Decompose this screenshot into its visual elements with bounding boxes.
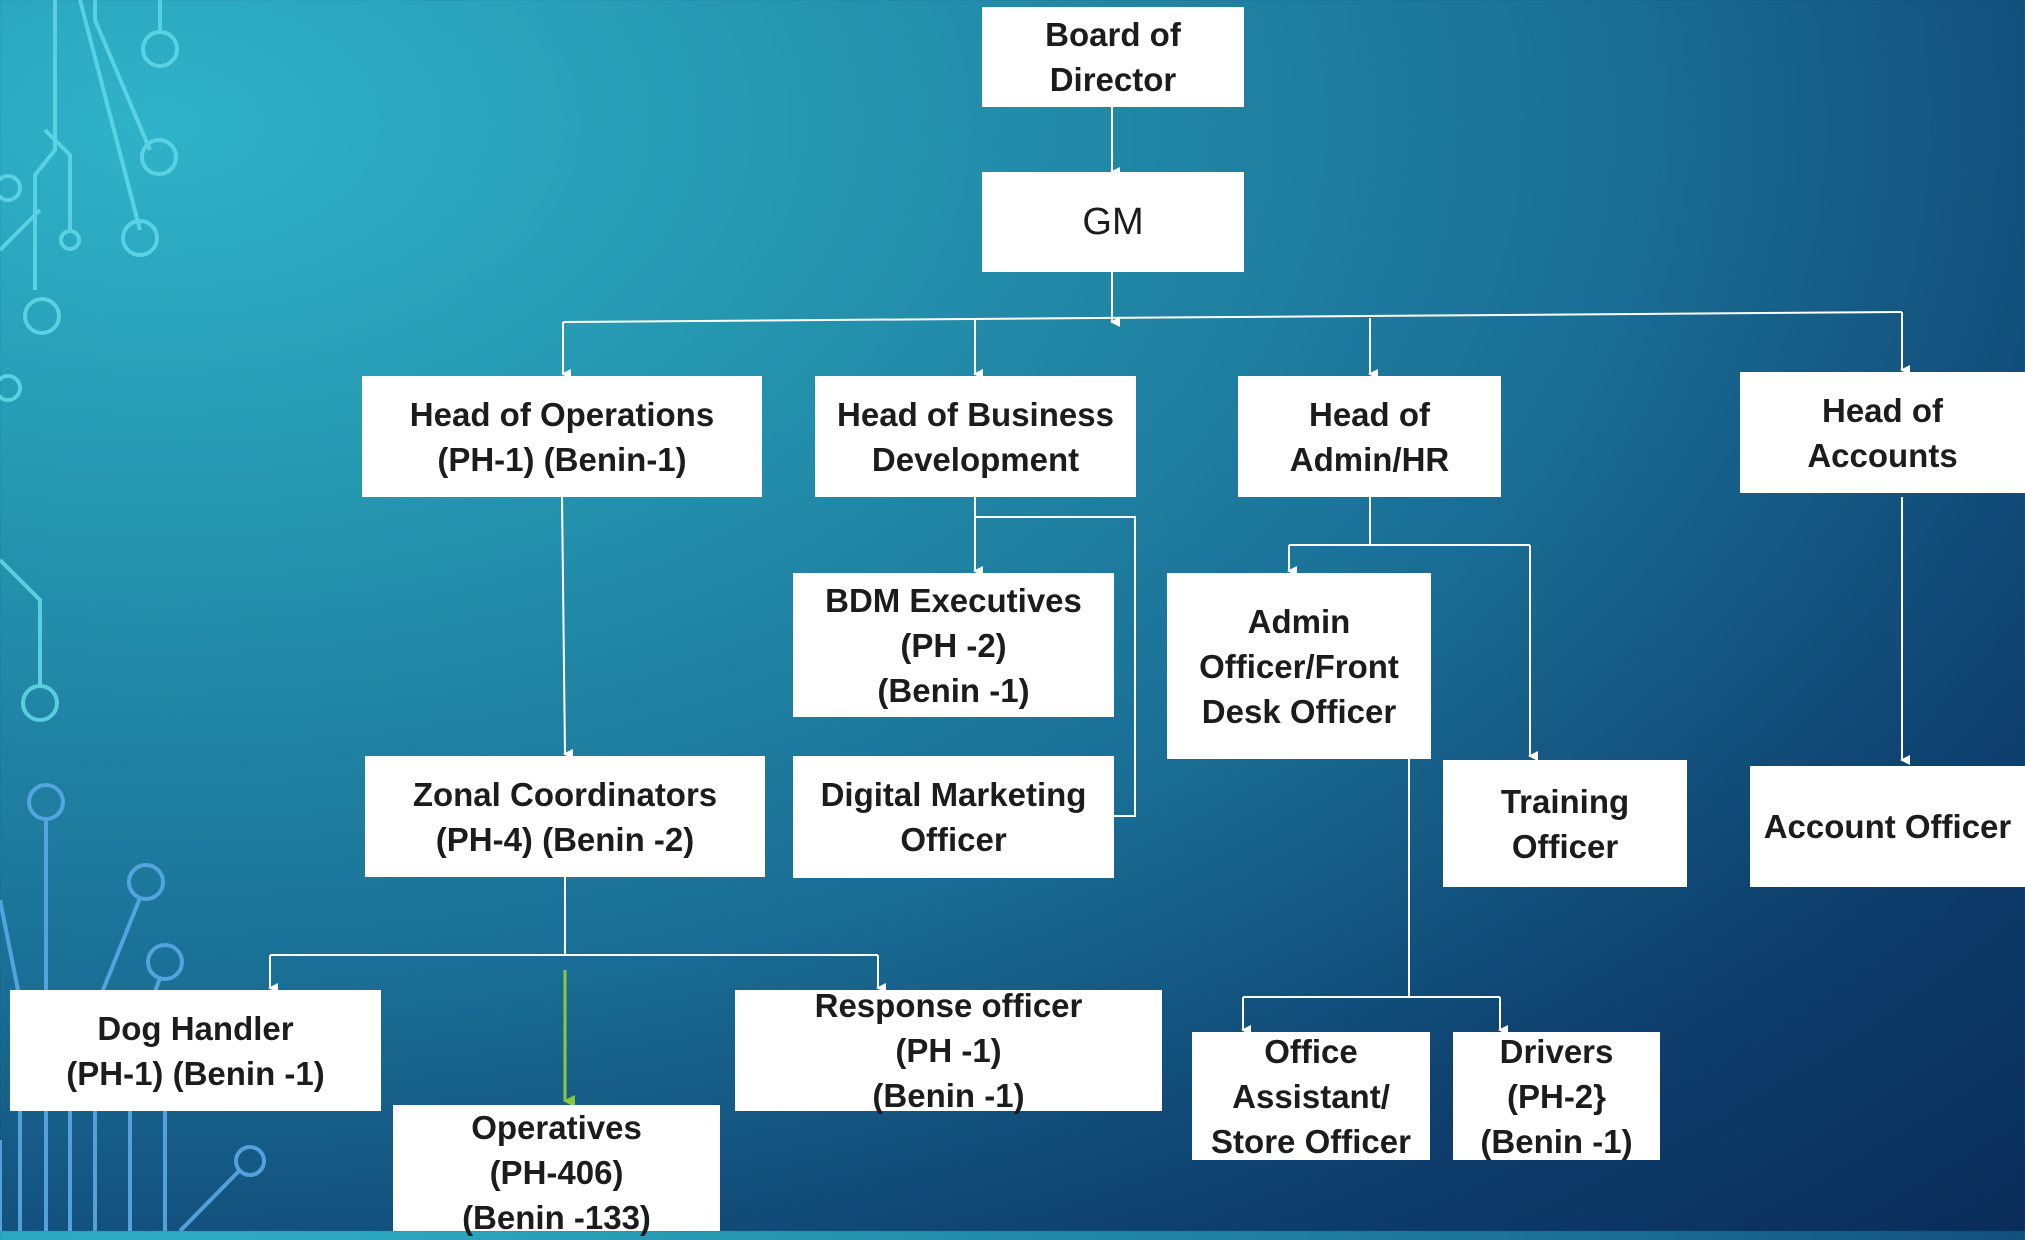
- node-label-line: Accounts: [1807, 436, 1958, 474]
- node-head-of-admin-hr: Head of Admin/HR: [1238, 376, 1501, 497]
- node-label-line: Head of: [1821, 391, 1943, 429]
- node-gm: GM: [982, 172, 1244, 272]
- node-label-line: Digital Marketing: [820, 776, 1087, 813]
- node-board-of-director: Board of Director: [982, 7, 1244, 107]
- node-account-officer: Account Officer: [1750, 766, 2025, 887]
- node-label-line: Zonal Coordinators: [412, 775, 718, 813]
- node-label-line: BDM Executives: [825, 581, 1082, 619]
- node-label-line: (PH-1) (Benin -1): [66, 1054, 325, 1092]
- node-label-line: Office: [1264, 1032, 1358, 1070]
- edge-gm-heads-bus: [562, 311, 1903, 323]
- node-label-line: (Benin -1): [877, 671, 1030, 709]
- node-label-line: Drivers: [1499, 1032, 1614, 1070]
- node-label-line: Response officer: [814, 987, 1083, 1024]
- node-label-line: Operatives: [471, 1109, 642, 1146]
- node-operatives: Operatives (PH-406) (Benin -133): [393, 1105, 720, 1236]
- node-label-line: (PH-2}: [1506, 1077, 1607, 1115]
- node-label-line: Account Officer: [1763, 808, 2012, 845]
- edge-headops-zonal: [561, 496, 574, 759]
- node-bdm-executives: BDM Executives (PH -2) (Benin -1): [793, 573, 1114, 717]
- edge-headbd-digital: [975, 516, 1136, 817]
- node-dog-handler: Dog Handler (PH-1) (Benin -1): [10, 990, 381, 1111]
- node-label-line: (PH -1): [895, 1032, 1002, 1069]
- node-label-line: Officer: [900, 821, 1007, 858]
- node-label-line: Development: [871, 440, 1080, 478]
- node-label-line: Director: [1049, 61, 1177, 98]
- node-label-line: Assistant/: [1232, 1077, 1390, 1115]
- node-label-line: (Benin -133): [462, 1199, 651, 1236]
- node-label-line: Officer: [1511, 827, 1619, 865]
- node-label-line: Dog Handler: [97, 1009, 294, 1047]
- node-label-line: Training: [1500, 782, 1630, 820]
- node-label-line: GM: [1082, 200, 1144, 243]
- circuit-decoration: [0, 0, 266, 1231]
- node-drivers: Drivers (PH-2} (Benin -1): [1453, 1032, 1660, 1160]
- node-label-line: Head of Business: [837, 395, 1114, 433]
- node-label-line: Officer/Front: [1199, 647, 1399, 685]
- node-label-line: Admin: [1247, 602, 1351, 640]
- node-label-line: (PH-1) (Benin-1): [437, 440, 687, 478]
- node-label-line: Head of: [1308, 395, 1430, 433]
- node-label-line: Head of Operations: [409, 395, 715, 433]
- node-label-line: Store Officer: [1211, 1122, 1411, 1160]
- node-head-of-operations: Head of Operations (PH-1) (Benin-1): [362, 376, 762, 497]
- node-label-line: (PH-406): [489, 1154, 624, 1191]
- node-label-line: (Benin -1): [872, 1077, 1025, 1114]
- node-label-line: Admin/HR: [1289, 440, 1450, 478]
- node-label-line: (PH -2): [900, 626, 1007, 664]
- node-label-line: Desk Officer: [1201, 692, 1397, 730]
- node-label-line: (Benin -1): [1480, 1122, 1633, 1160]
- node-label-line: Board of: [1045, 16, 1181, 53]
- node-head-of-accounts: Head of Accounts: [1740, 372, 2025, 493]
- node-response-officer: Response officer (PH -1) (Benin -1): [735, 987, 1162, 1114]
- node-label-line: (PH-4) (Benin -2): [435, 820, 695, 858]
- node-zonal-coordinators: Zonal Coordinators (PH-4) (Benin -2): [365, 756, 765, 877]
